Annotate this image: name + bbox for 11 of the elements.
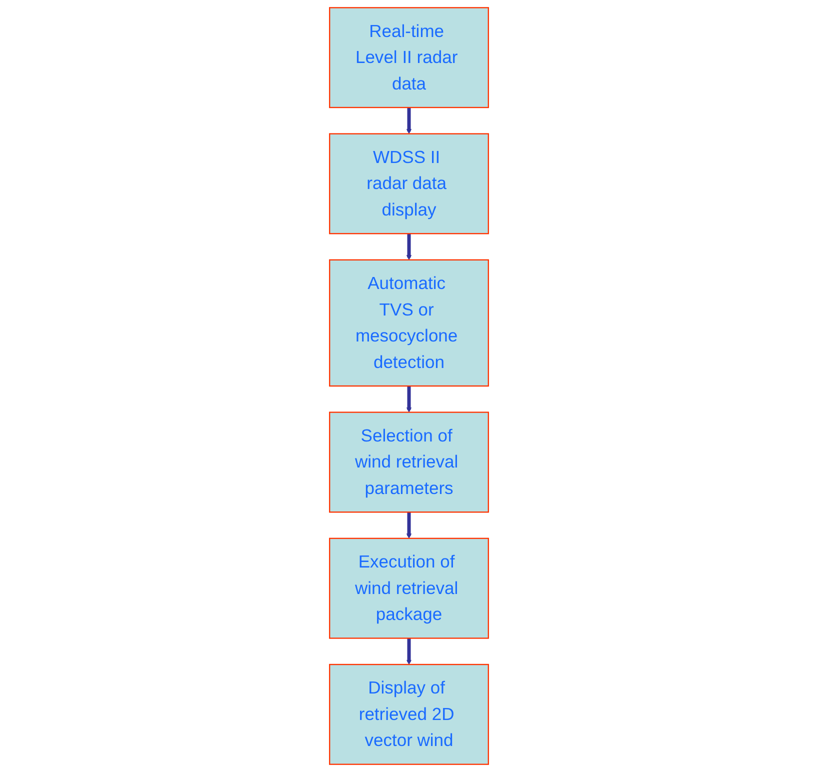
arrow <box>406 512 412 539</box>
node-box: Real-time Level II radar data <box>328 7 488 108</box>
arrow <box>406 386 412 412</box>
node-box: Display of retrieved 2D vector wind <box>328 664 488 765</box>
node-box: Selection of wind retrieval parameters <box>328 412 488 513</box>
arrow <box>406 638 412 665</box>
arrow <box>406 234 412 260</box>
node-box: WDSS II radar data display <box>328 133 488 234</box>
arrow <box>406 108 412 134</box>
node-box: Execution of wind retrieval package <box>328 538 488 639</box>
node-box: Automatic TVS or mesocyclone detection <box>328 259 488 387</box>
